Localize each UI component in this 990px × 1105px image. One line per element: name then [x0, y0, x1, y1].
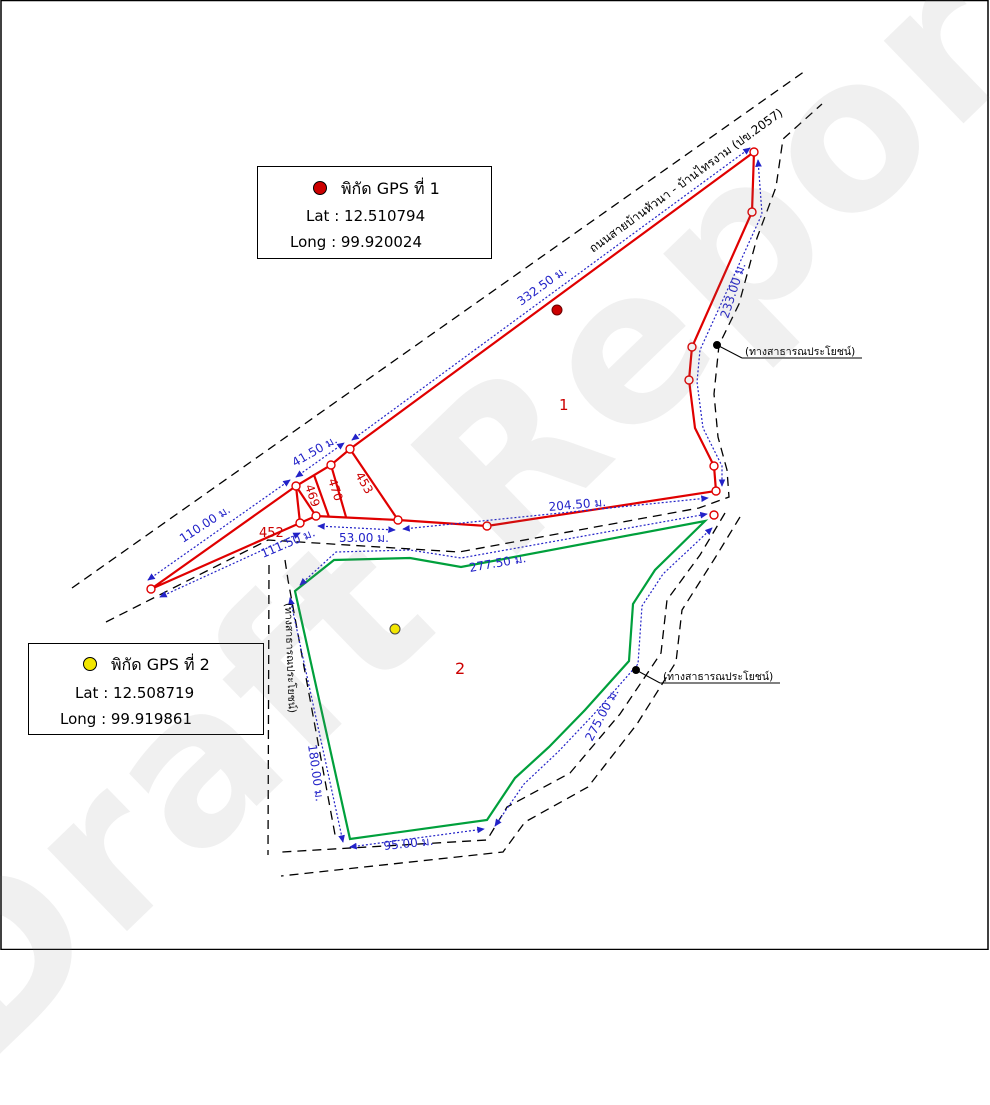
- dim-204-label: 204.50 ม.: [548, 495, 607, 514]
- plot-453-label: 453: [352, 470, 376, 497]
- gps-2-info-box: พิกัด GPS ที่ 2 Lat : 12.508719 Long : 9…: [28, 643, 264, 735]
- public-way-pointers: [632, 341, 862, 684]
- gps-1-long-value: 99.920024: [340, 233, 423, 251]
- plot-453-line: [349, 448, 399, 521]
- dim-110-label: 110.00 ม.: [177, 502, 233, 545]
- gps-1-long-row: Long : 99.920024: [290, 233, 423, 251]
- gps-1-dot-icon: [313, 181, 327, 195]
- gps-2-dot-icon: [83, 657, 97, 671]
- road-label: ถนนสายบ้านหัวนา - บ้านไทรงาม (ปข.2057): [587, 106, 786, 256]
- public-way-east-label: (ทางสาธารณประโยชน์): [745, 345, 855, 358]
- plot-short-line: [294, 485, 302, 524]
- dim-277-label: 277.50 ม.: [468, 551, 527, 575]
- public-way-west-label: (ทางสาธารณประโยชน์): [282, 603, 299, 714]
- gps-1-info-box: พิกัด GPS ที่ 1 Lat : 12.510794 Long : 9…: [257, 166, 492, 259]
- gps-2-long-row: Long : 99.919861: [60, 710, 193, 728]
- land-plot-map: ถนนสายบ้านหัวนา - บ้านไทรงาม (ปข.2057) (…: [0, 0, 989, 951]
- dim-53-label: 53.00 ม.: [339, 531, 389, 545]
- plot-1-label: 1: [559, 396, 569, 414]
- gps-1-lat-row: Lat : 12.510794: [306, 207, 426, 225]
- plot-469-line: [312, 474, 331, 518]
- gps-2-long-value: 99.919861: [110, 710, 193, 728]
- plot-470-label: 470: [325, 477, 345, 503]
- dim-95-label: 95.00 ม.: [383, 834, 434, 853]
- dim-233-label: 233.00 ม.: [718, 261, 749, 320]
- public-way-east-outer: [280, 516, 741, 877]
- dim-332-label: 332.50 ม.: [515, 263, 570, 308]
- public-way-south-label: (ทางสาธารณประโยชน์): [663, 670, 773, 683]
- main-road-upper-edge: [71, 70, 806, 589]
- gps-1-title: พิกัด GPS ที่ 1: [313, 177, 440, 202]
- plot-2-label: 2: [455, 659, 465, 678]
- public-way-west-outer: [267, 564, 270, 856]
- gps-point-2-marker: [389, 623, 401, 635]
- gps-2-lat-row: Lat : 12.508719: [75, 684, 195, 702]
- gps-1-lat-value: 12.510794: [344, 207, 426, 225]
- gps-2-title: พิกัด GPS ที่ 2: [83, 653, 210, 678]
- plot-452-453-line: [295, 485, 317, 517]
- dimension-lines: [147, 147, 763, 850]
- gps-2-lat-value: 12.508719: [113, 684, 195, 702]
- plot-469-label: 469: [302, 483, 322, 509]
- gps-point-1-marker: [551, 304, 563, 316]
- plot-452-label: 452: [259, 526, 284, 541]
